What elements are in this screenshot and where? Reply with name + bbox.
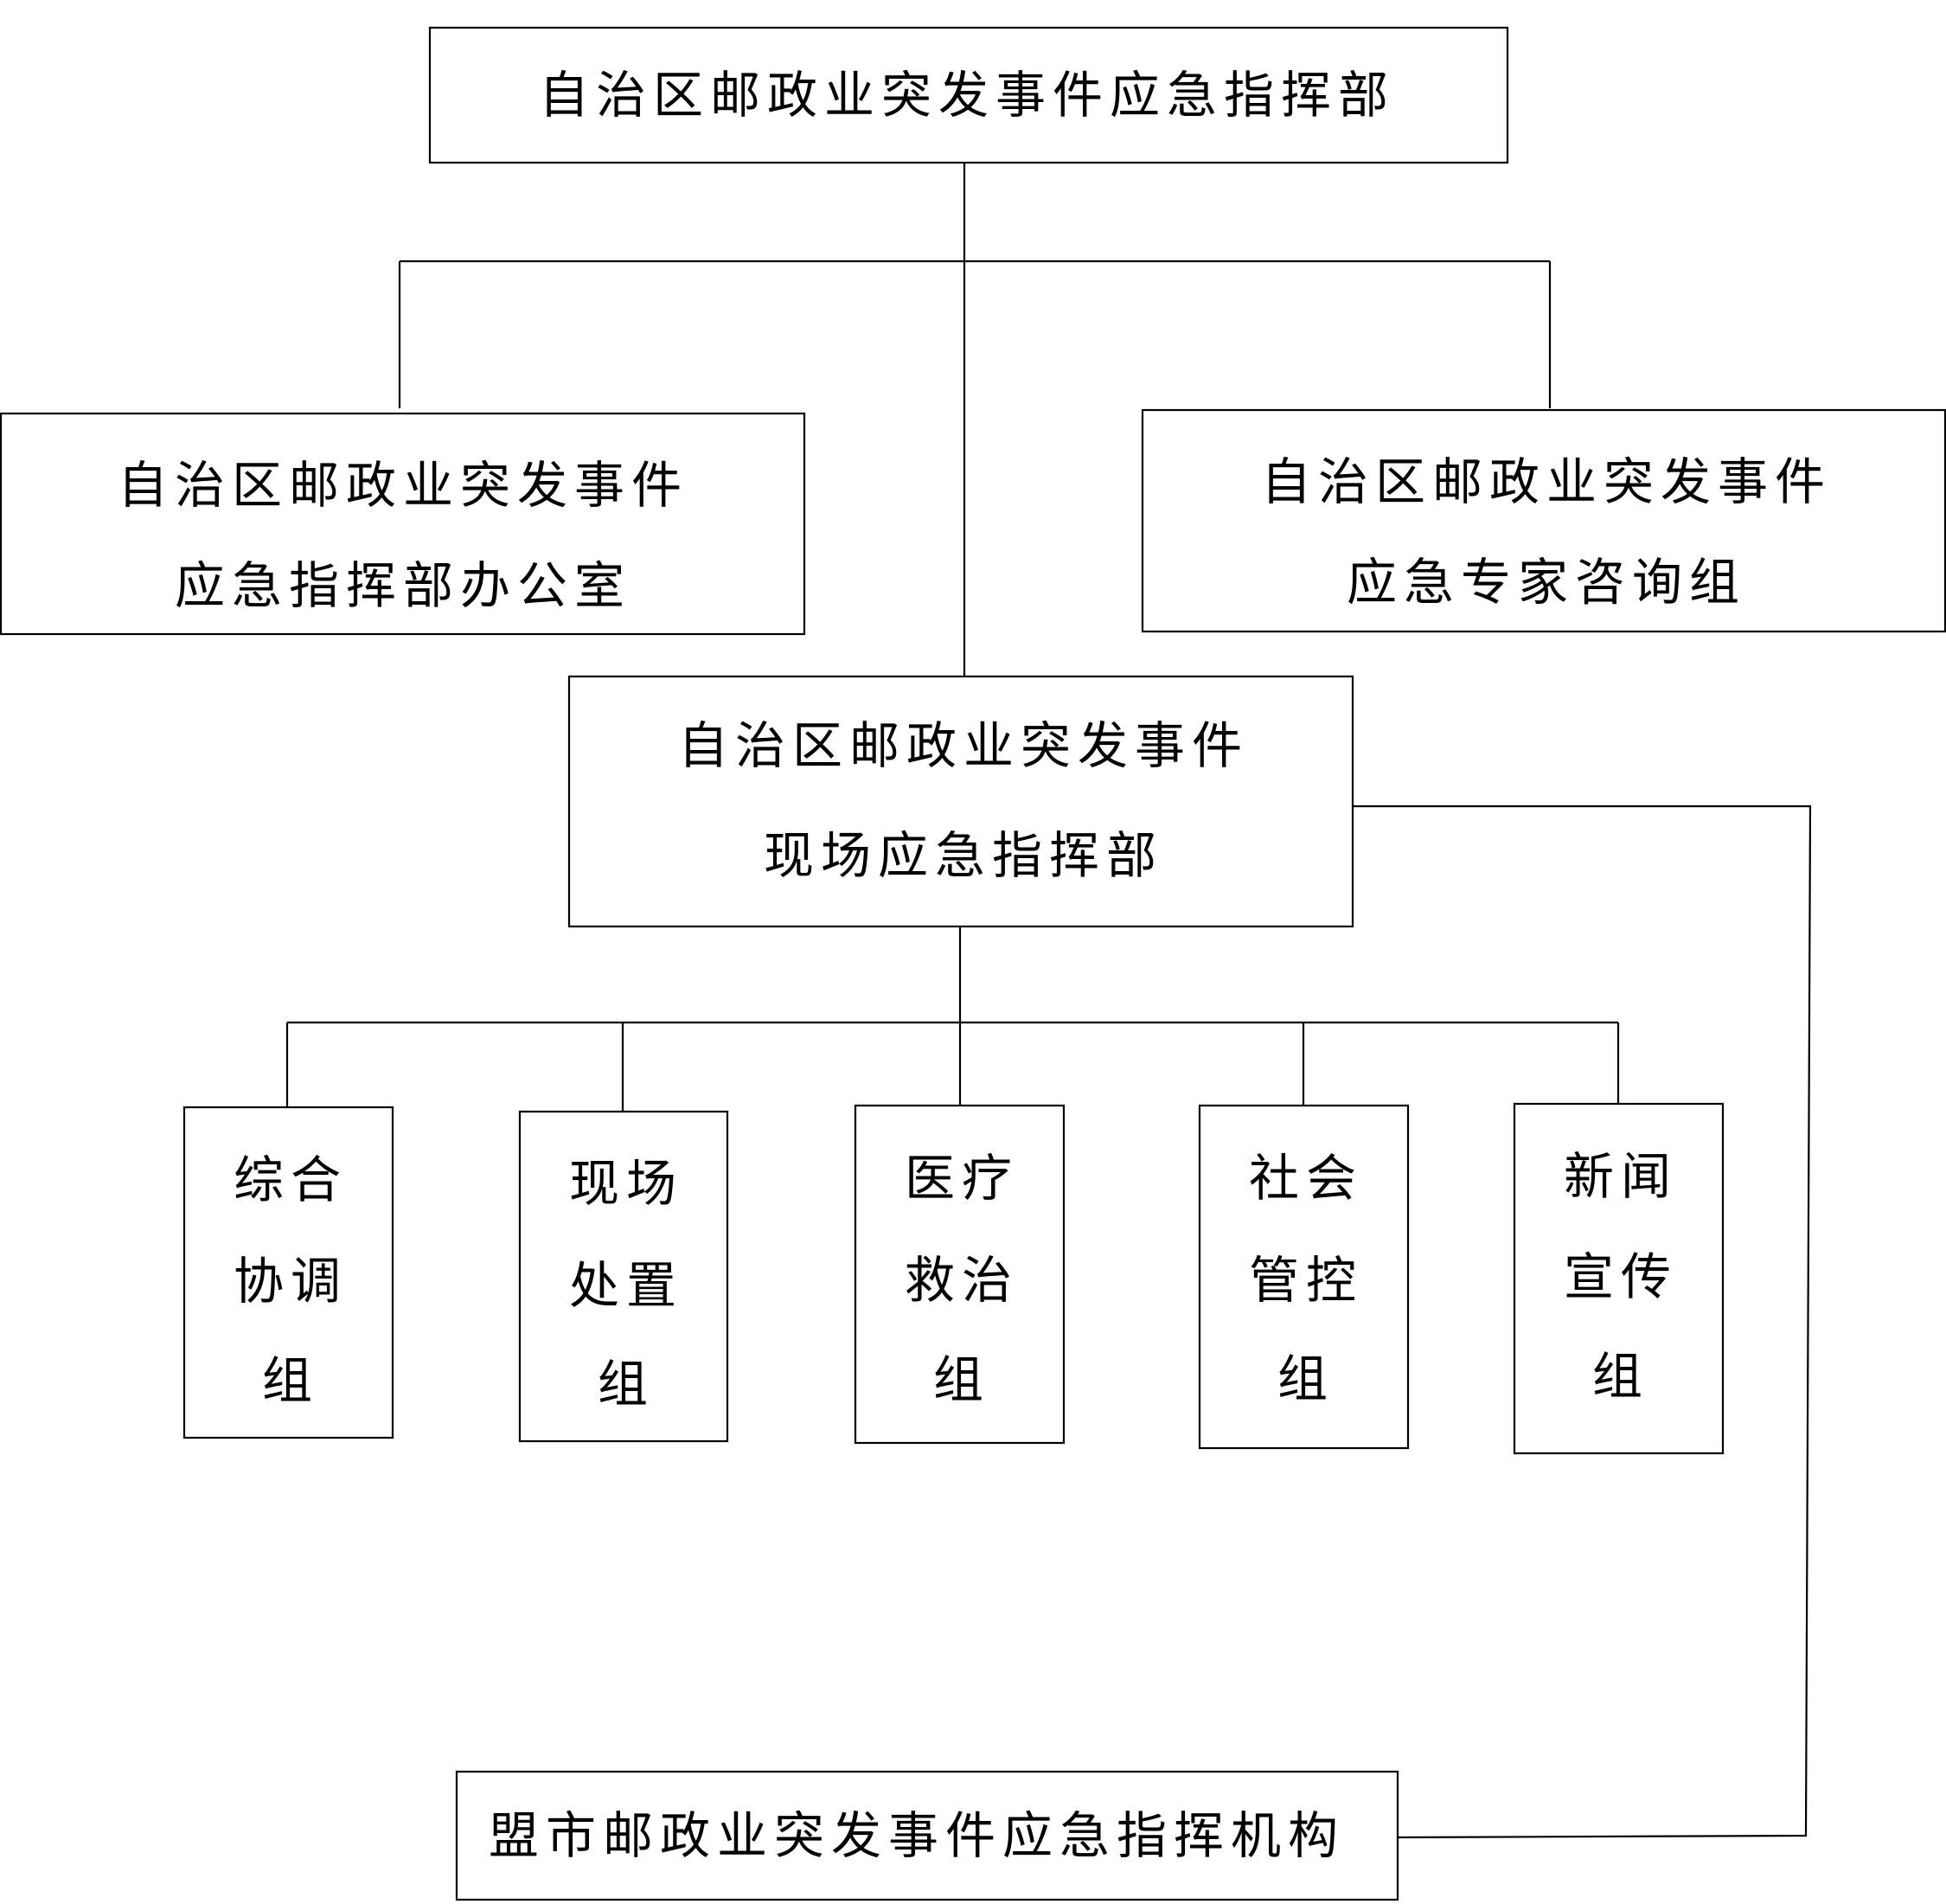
node-onsite: 自治区邮政业突发事件 现场应急指挥部 xyxy=(567,675,1354,928)
node-onsite-label-line1: 自治区邮政业突发事件 xyxy=(678,716,1249,775)
node-medical-label-line3: 组 xyxy=(933,1350,990,1409)
node-medical-box xyxy=(854,1104,1066,1445)
node-experts-box xyxy=(1141,408,1946,633)
node-office-label-line2: 应急指挥部办公室 xyxy=(175,556,631,615)
connectors xyxy=(285,163,1812,1839)
node-coord-label-line1: 综合 xyxy=(234,1151,348,1209)
node-coord-label-line2: 协调 xyxy=(234,1252,348,1311)
node-hq-label: 自治区邮政业突发事件应急指挥部 xyxy=(539,66,1395,125)
node-onsite-box xyxy=(567,675,1354,928)
node-experts: 自治区邮政业突发事件 应急专家咨询组 xyxy=(1141,408,1946,633)
node-experts-label-line1: 自治区邮政业突发事件 xyxy=(1261,452,1832,511)
node-league: 盟市邮政业突发事件应急指挥机构 xyxy=(455,1770,1399,1901)
node-handling-label-line3: 组 xyxy=(598,1355,655,1414)
node-league-label: 盟市邮政业突发事件应急指挥机构 xyxy=(489,1806,1345,1865)
node-handling-label-line1: 现场 xyxy=(569,1154,683,1213)
node-experts-label-line2: 应急专家咨询组 xyxy=(1347,553,1746,612)
node-coord-label-line3: 组 xyxy=(262,1351,319,1410)
node-social: 社会 管控 组 xyxy=(1198,1104,1410,1450)
node-news: 新闻 宣传 组 xyxy=(1513,1102,1725,1455)
node-office-label-line1: 自治区邮政业突发事件 xyxy=(118,456,688,515)
node-hq-box xyxy=(428,26,1509,164)
node-handling: 现场 处置 组 xyxy=(518,1110,729,1443)
node-medical-label-line1: 医疗 xyxy=(905,1149,1019,1208)
node-league-box xyxy=(455,1770,1399,1901)
node-news-label-line1: 新闻 xyxy=(1564,1147,1678,1206)
node-medical-label-line2: 救治 xyxy=(905,1251,1019,1310)
node-office-box xyxy=(0,412,806,636)
node-news-box xyxy=(1513,1102,1725,1455)
node-coord-box xyxy=(182,1106,394,1439)
node-social-label-line1: 社会 xyxy=(1249,1149,1363,1208)
node-onsite-label-line2: 现场应急指挥部 xyxy=(764,826,1163,885)
node-handling-label-line2: 处置 xyxy=(569,1256,683,1315)
node-medical: 医疗 救治 组 xyxy=(854,1104,1066,1445)
node-office: 自治区邮政业突发事件 应急指挥部办公室 xyxy=(0,412,806,636)
node-news-label-line2: 宣传 xyxy=(1564,1247,1678,1306)
node-handling-box xyxy=(518,1110,729,1443)
node-coord: 综合 协调 组 xyxy=(182,1106,394,1439)
node-hq: 自治区邮政业突发事件应急指挥部 xyxy=(428,26,1509,164)
node-social-label-line3: 组 xyxy=(1277,1349,1335,1408)
node-social-box xyxy=(1198,1104,1410,1450)
node-social-label-line2: 管控 xyxy=(1249,1251,1363,1310)
node-news-label-line3: 组 xyxy=(1592,1347,1649,1406)
connector-onsite-league xyxy=(1353,805,1812,1839)
